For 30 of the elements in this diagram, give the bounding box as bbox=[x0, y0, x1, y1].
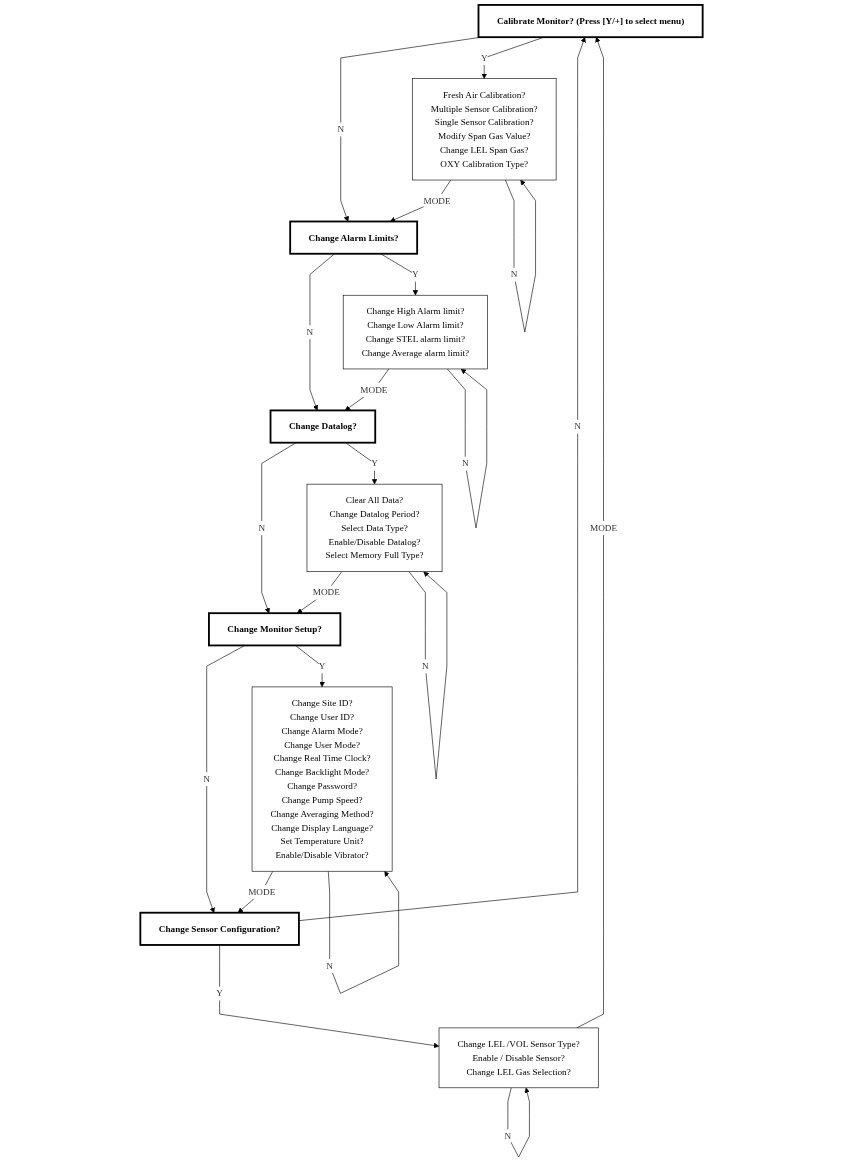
edge-label: N bbox=[326, 960, 333, 971]
node-box: Fresh Air Calibration? Multiple Sensor Calibration? Single Sensor Calibration? Modify Span Gas Value? Change LEL Span Gas? OXY Calibration Type? bbox=[411, 78, 557, 181]
edge-label: MODE bbox=[248, 886, 276, 897]
edge-label: MODE bbox=[589, 522, 618, 533]
node-box: Change LEL /VOL Sensor Type? Enable / Disable Sensor? Change LEL Gas Selection? bbox=[438, 1027, 599, 1089]
edge-label: N bbox=[504, 1131, 512, 1142]
node-box: Change Site ID? Change User ID? Change Alarm Mode? Change User Mode? Change Real Time Clock? Change Backlight Mode? Change Password? Change Pump Speed? Change Averaging Method? Change Display Language? Set Temperature Unit? Enable/Disable Vibrator? bbox=[251, 686, 393, 872]
node-box: Change Monitor Setup? bbox=[208, 612, 342, 647]
node-box: Clear All Data? Change Datalog Period? Select Data Type? Enable/Disable Datalog? Select Memory Full Type? bbox=[306, 483, 443, 572]
node-box: Change Sensor Configuration? bbox=[139, 911, 300, 946]
edge-label: MODE bbox=[423, 195, 451, 206]
edge-label: N bbox=[203, 774, 211, 784]
edge-label: Y bbox=[371, 458, 378, 469]
edge-label: N bbox=[258, 522, 266, 533]
edge-label: N bbox=[337, 124, 345, 135]
edge-label: N bbox=[510, 269, 518, 280]
edge-label: N bbox=[461, 458, 469, 469]
node-box: Change High Alarm limit? Change Low Alarm limit? Change STEL alarm limit? Change Average alarm limit? bbox=[342, 294, 488, 370]
node-box: Calibrate Monitor? (Press [Y/+] to select menu) bbox=[477, 4, 704, 39]
edge-label: Y bbox=[412, 269, 419, 280]
edge-label: Y bbox=[216, 988, 223, 999]
node-box: Change Alarm Limits? bbox=[289, 220, 419, 255]
edge-label: N bbox=[574, 421, 581, 432]
edge-label: MODE bbox=[312, 587, 340, 598]
node-box: Change Datalog? bbox=[269, 409, 377, 444]
edge-label: N bbox=[422, 661, 429, 671]
edge-label: Y bbox=[318, 661, 326, 671]
edge-label: MODE bbox=[360, 384, 388, 395]
edge-label: Y bbox=[480, 52, 488, 63]
edge-label: N bbox=[306, 327, 314, 337]
